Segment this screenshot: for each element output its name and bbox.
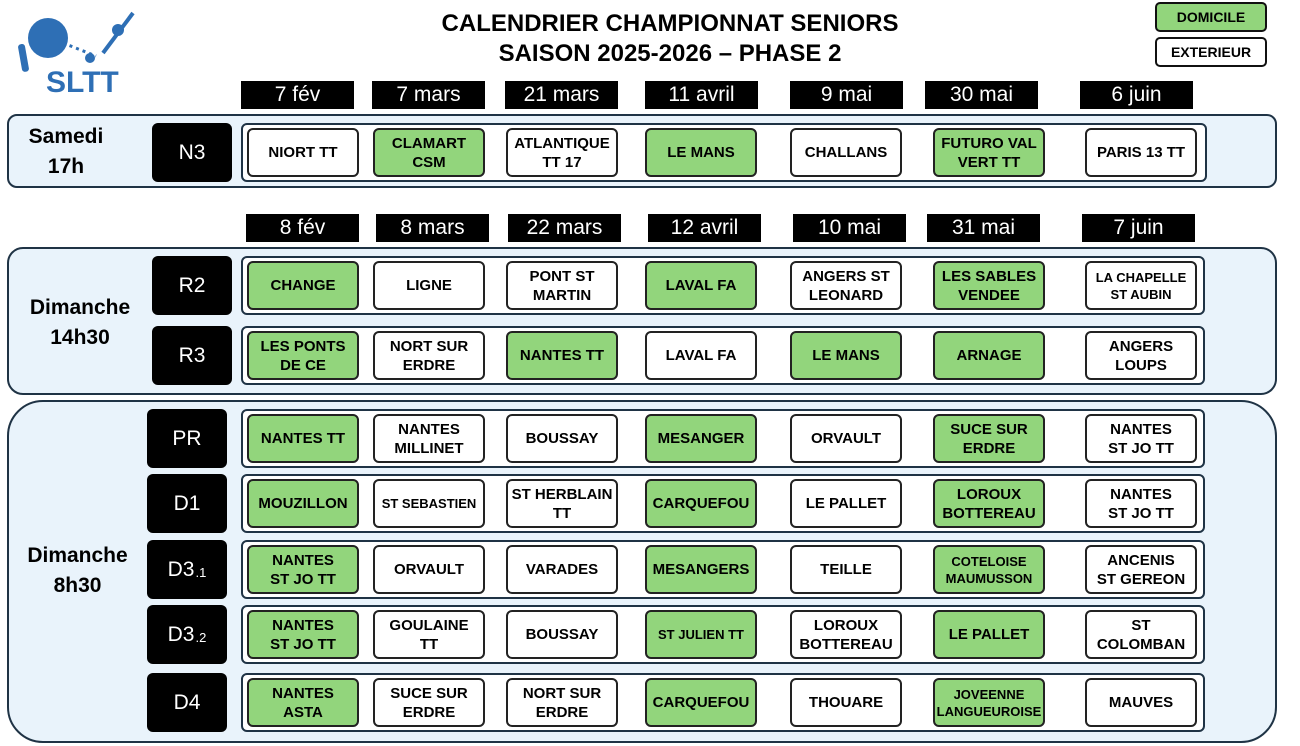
- date-header: 30 mai: [925, 81, 1038, 109]
- date-header: 9 mai: [790, 81, 903, 109]
- date-header: 7 fév: [241, 81, 354, 109]
- match-cell: LAVAL FA: [645, 261, 757, 310]
- match-cell: COTELOISE MAUMUSSON: [933, 545, 1045, 594]
- ping-pong-icon: [18, 11, 135, 72]
- match-cell: ARNAGE: [933, 331, 1045, 380]
- match-cell: NANTES ASTA: [247, 678, 359, 727]
- date-header: 11 avril: [645, 81, 758, 109]
- match-cell: BOUSSAY: [506, 414, 618, 463]
- match-cell: LE PALLET: [933, 610, 1045, 659]
- match-cell: PARIS 13 TT: [1085, 128, 1197, 177]
- match-cell: NANTES ST JO TT: [247, 610, 359, 659]
- legend-away: EXTERIEUR: [1155, 37, 1267, 67]
- date-header: 6 juin: [1080, 81, 1193, 109]
- match-cell: ST JULIEN TT: [645, 610, 757, 659]
- division-label: D1: [147, 474, 227, 533]
- division-label: D3.1: [147, 540, 227, 599]
- club-logo: SLTT: [18, 11, 135, 96]
- match-cell: NORT SUR ERDRE: [506, 678, 618, 727]
- match-cell: NANTES TT: [506, 331, 618, 380]
- match-cell: NANTES ST JO TT: [1085, 414, 1197, 463]
- legend-home: DOMICILE: [1155, 2, 1267, 32]
- match-cell: MESANGER: [645, 414, 757, 463]
- date-header: 12 avril: [648, 214, 761, 242]
- match-cell: ORVAULT: [373, 545, 485, 594]
- match-cell: LES PONTS DE CE: [247, 331, 359, 380]
- match-cell: LE MANS: [790, 331, 902, 380]
- division-label: N3: [152, 123, 232, 182]
- match-cell: NANTES ST JO TT: [247, 545, 359, 594]
- date-header: 7 juin: [1082, 214, 1195, 242]
- logo-text: SLTT: [46, 66, 119, 96]
- match-cell: CARQUEFOU: [645, 479, 757, 528]
- match-cell: ST COLOMBAN: [1085, 610, 1197, 659]
- match-cell: NORT SUR ERDRE: [373, 331, 485, 380]
- match-cell: MESANGERS: [645, 545, 757, 594]
- match-cell: NANTES MILLINET: [373, 414, 485, 463]
- division-label: D4: [147, 673, 227, 732]
- match-cell: NIORT TT: [247, 128, 359, 177]
- match-cell: GOULAINE TT: [373, 610, 485, 659]
- date-header: 8 fév: [246, 214, 359, 242]
- match-cell: THOUARE: [790, 678, 902, 727]
- match-cell: FUTURO VAL VERT TT: [933, 128, 1045, 177]
- match-cell: MAUVES: [1085, 678, 1197, 727]
- match-cell: ANCENIS ST GEREON: [1085, 545, 1197, 594]
- match-cell: BOUSSAY: [506, 610, 618, 659]
- match-cell: ORVAULT: [790, 414, 902, 463]
- date-header: 10 mai: [793, 214, 906, 242]
- match-cell: LA CHAPELLE ST AUBIN: [1085, 261, 1197, 310]
- match-cell: LOROUX BOTTEREAU: [790, 610, 902, 659]
- match-cell: NANTES TT: [247, 414, 359, 463]
- match-cell: JOVEENNE LANGUEUROISE: [933, 678, 1045, 727]
- match-cell: ST HERBLAIN TT: [506, 479, 618, 528]
- match-cell: LES SABLES VENDEE: [933, 261, 1045, 310]
- match-cell: LE PALLET: [790, 479, 902, 528]
- date-header: 7 mars: [372, 81, 485, 109]
- match-cell: CARQUEFOU: [645, 678, 757, 727]
- match-cell: ANGERS LOUPS: [1085, 331, 1197, 380]
- match-cell: CHANGE: [247, 261, 359, 310]
- match-cell: ATLANTIQUE TT 17: [506, 128, 618, 177]
- match-cell: CHALLANS: [790, 128, 902, 177]
- match-cell: CLAMART CSM: [373, 128, 485, 177]
- match-cell: MOUZILLON: [247, 479, 359, 528]
- date-header: 22 mars: [508, 214, 621, 242]
- match-cell: PONT ST MARTIN: [506, 261, 618, 310]
- division-label: R3: [152, 326, 232, 385]
- match-cell: TEILLE: [790, 545, 902, 594]
- page-title-line1: CALENDRIER CHAMPIONNAT SENIORS: [441, 10, 899, 37]
- match-cell: LAVAL FA: [645, 331, 757, 380]
- date-header: 31 mai: [927, 214, 1040, 242]
- division-label: D3.2: [147, 605, 227, 664]
- match-cell: LOROUX BOTTEREAU: [933, 479, 1045, 528]
- date-header: 8 mars: [376, 214, 489, 242]
- match-cell: NANTES ST JO TT: [1085, 479, 1197, 528]
- match-cell: SUCE SUR ERDRE: [373, 678, 485, 727]
- match-cell: LE MANS: [645, 128, 757, 177]
- date-header: 21 mars: [505, 81, 618, 109]
- match-cell: LIGNE: [373, 261, 485, 310]
- match-cell: SUCE SUR ERDRE: [933, 414, 1045, 463]
- match-cell: ANGERS ST LEONARD: [790, 261, 902, 310]
- division-label: R2: [152, 256, 232, 315]
- match-cell: ST SEBASTIEN: [373, 479, 485, 528]
- match-cell: VARADES: [506, 545, 618, 594]
- page-title-line2: SAISON 2025-2026 – PHASE 2: [498, 40, 842, 67]
- division-label: PR: [147, 409, 227, 468]
